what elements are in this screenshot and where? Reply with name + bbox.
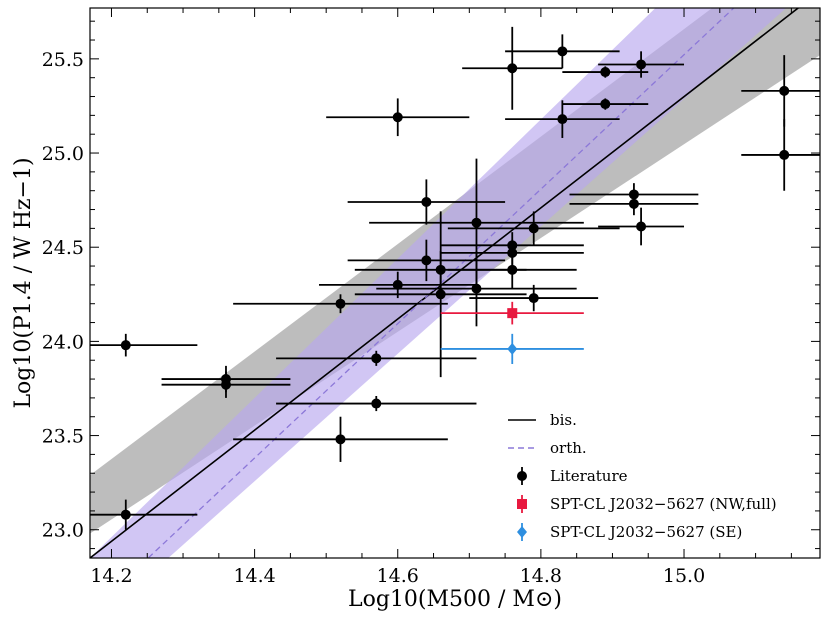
circle-marker xyxy=(120,340,131,351)
data-point xyxy=(741,55,820,127)
circle-marker xyxy=(220,379,231,390)
circle-marker xyxy=(628,198,639,209)
tick-labels: 14.2 14.4 14.6 14.8 15.0 23.0 23.5 24.0 24.5 25.0… xyxy=(42,49,705,587)
circle-marker xyxy=(120,509,131,520)
circle-marker xyxy=(392,112,403,123)
data-point xyxy=(447,211,620,246)
y-tick-label: 24.5 xyxy=(42,237,84,259)
diamond-marker xyxy=(507,342,518,355)
data-point xyxy=(276,350,477,366)
legend-item: SPT-CL J2032−5627 (SE) xyxy=(517,523,742,541)
circle-marker xyxy=(779,85,790,96)
data-point xyxy=(90,499,198,530)
confidence-bands xyxy=(90,8,820,558)
axis-ticks xyxy=(90,8,820,558)
circle-marker xyxy=(507,63,518,74)
legend-label: orth. xyxy=(550,439,587,457)
data-point xyxy=(376,250,577,327)
circle-marker xyxy=(600,99,611,110)
x-tick-label: 14.6 xyxy=(377,565,419,587)
circle-marker xyxy=(392,279,403,290)
circle-marker xyxy=(557,114,568,125)
orthogonal-band xyxy=(90,8,787,558)
data-point xyxy=(469,284,599,312)
circle-marker xyxy=(471,217,482,228)
data-point xyxy=(440,301,584,325)
x-axis-label: Log10(M500 / M⊙) xyxy=(348,587,562,612)
data-point xyxy=(161,371,291,398)
plot-frame xyxy=(89,7,821,559)
circle-marker xyxy=(636,59,647,70)
legend-label: SPT-CL J2032−5627 (SE) xyxy=(550,523,742,541)
circle-marker xyxy=(371,398,382,409)
x-tick-label: 14.2 xyxy=(90,565,132,587)
circle-marker xyxy=(421,255,432,266)
x-tick-label: 14.8 xyxy=(520,565,562,587)
data-point xyxy=(569,192,699,216)
data-point xyxy=(505,100,620,138)
x-tick-label: 15.0 xyxy=(663,565,705,587)
bisector-fit-line xyxy=(90,8,800,558)
square-marker xyxy=(507,308,518,319)
data-point xyxy=(462,26,563,110)
circle-marker xyxy=(507,264,518,275)
circle-marker xyxy=(528,223,539,234)
legend-swatch-square xyxy=(517,499,527,509)
circle-marker xyxy=(471,283,482,294)
data-point xyxy=(276,396,477,412)
circle-marker xyxy=(528,293,539,304)
y-tick-label: 23.0 xyxy=(42,520,84,542)
circle-marker xyxy=(600,67,611,78)
legend-item: orth. xyxy=(508,439,587,457)
legend-swatch-circle xyxy=(517,471,527,481)
circle-marker xyxy=(636,221,647,232)
y-tick-label: 23.5 xyxy=(42,426,84,448)
circle-marker xyxy=(557,46,568,57)
y-tick-label: 25.5 xyxy=(42,49,84,71)
data-point xyxy=(326,98,470,137)
data-point xyxy=(233,294,448,314)
legend-swatch-diamond xyxy=(517,526,527,538)
data-point xyxy=(598,51,685,78)
data-point xyxy=(741,119,820,191)
data-points xyxy=(90,26,820,530)
data-point xyxy=(90,333,198,357)
y-axis-label: Log10(P1.4 / W Hz−1) xyxy=(11,157,36,408)
circle-marker xyxy=(779,149,790,160)
y-tick-label: 25.0 xyxy=(42,143,84,165)
legend-label: SPT-CL J2032−5627 (NW,full) xyxy=(550,495,777,513)
circle-marker xyxy=(421,197,432,208)
legend-label: bis. xyxy=(550,411,577,429)
data-point xyxy=(233,416,448,462)
data-point xyxy=(347,179,506,225)
data-point xyxy=(562,98,649,110)
circle-marker xyxy=(371,353,382,364)
circle-marker xyxy=(335,434,346,445)
legend-item: Literature xyxy=(517,467,628,485)
data-point xyxy=(562,66,649,78)
circle-marker xyxy=(335,298,346,309)
y-tick-label: 24.0 xyxy=(42,331,84,353)
data-point xyxy=(440,333,584,364)
legend-item: SPT-CL J2032−5627 (NW,full) xyxy=(517,495,777,513)
circle-marker xyxy=(435,289,446,300)
data-point xyxy=(505,34,620,69)
x-tick-label: 14.4 xyxy=(233,565,275,587)
legend-item: bis. xyxy=(508,411,577,429)
data-point xyxy=(347,239,506,282)
legend-label: Literature xyxy=(550,467,628,485)
data-point xyxy=(598,207,685,246)
data-point xyxy=(447,250,577,289)
